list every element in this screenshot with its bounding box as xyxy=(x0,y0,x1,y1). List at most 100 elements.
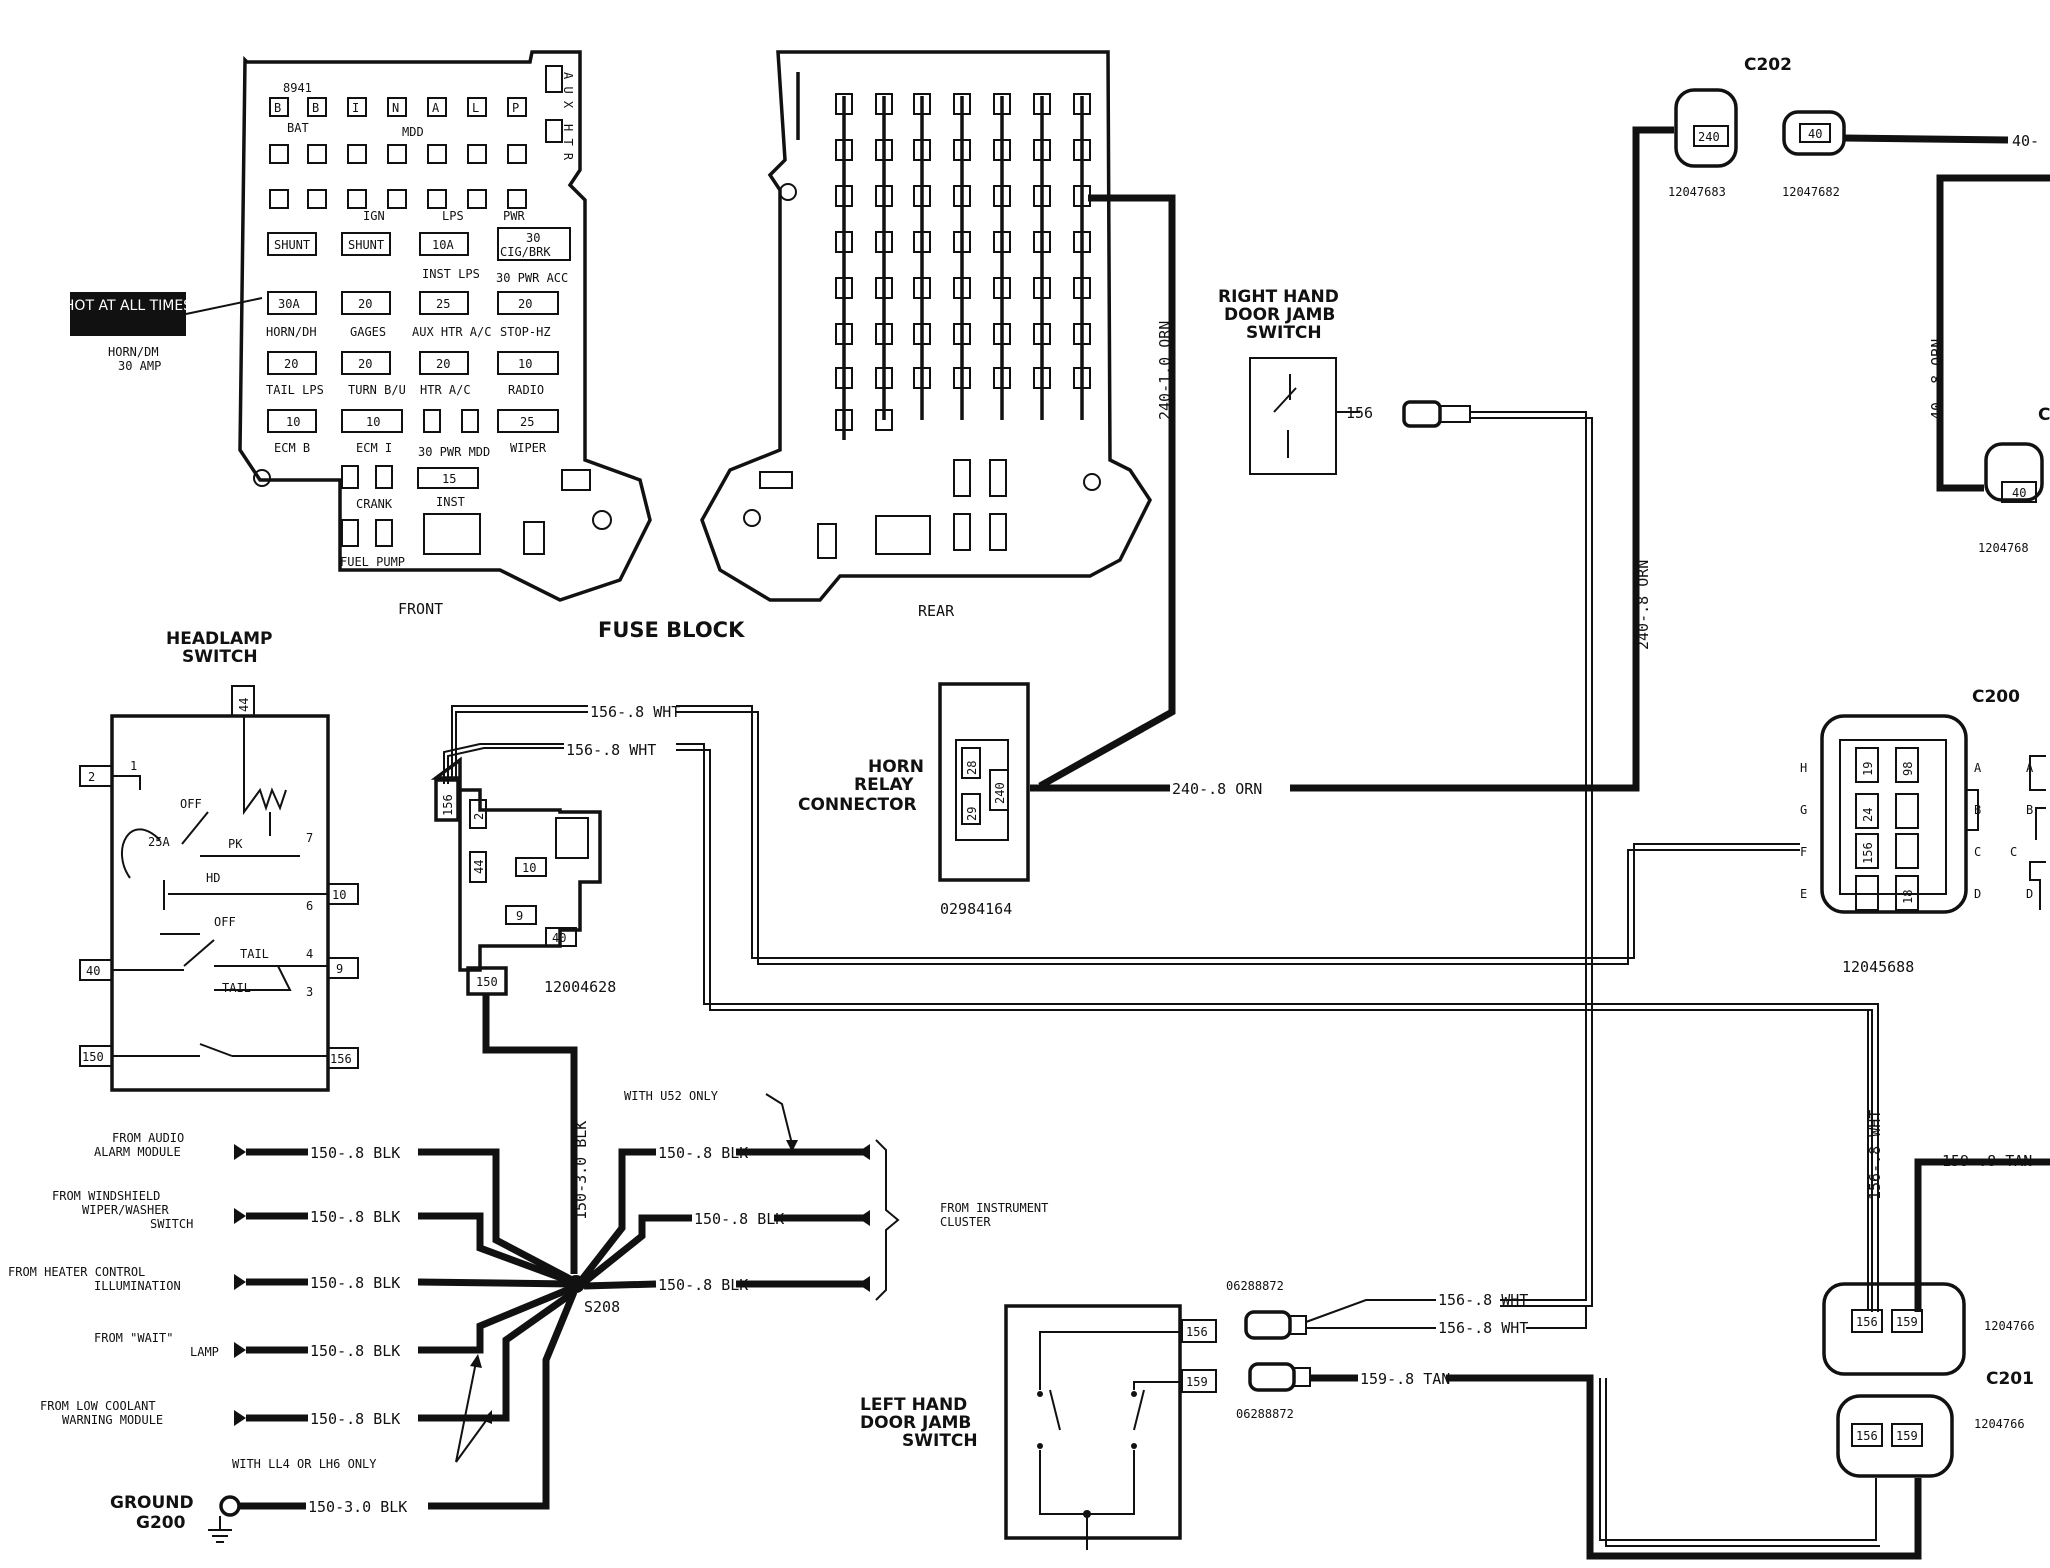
svg-text:150-.8 BLK: 150-.8 BLK xyxy=(658,1276,748,1294)
svg-text:D: D xyxy=(1974,887,1981,901)
rear-terminal xyxy=(953,231,971,253)
svg-text:150-.8 BLK: 150-.8 BLK xyxy=(310,1208,400,1226)
svg-text:1: 1 xyxy=(130,759,137,773)
rear-terminal xyxy=(875,409,893,431)
rear-terminal xyxy=(993,93,1011,115)
wire-label-159-lh: 159-.8 TAN xyxy=(1360,1370,1450,1388)
wire-40-c202 xyxy=(1843,134,2009,144)
svg-text:240: 240 xyxy=(993,782,1007,804)
svg-text:150-.8 BLK: 150-.8 BLK xyxy=(310,1342,400,1360)
rear-terminal xyxy=(875,231,893,253)
svg-text:150-.8 BLK: 150-.8 BLK xyxy=(694,1210,784,1228)
rear-terminal xyxy=(1073,139,1091,161)
fuse-value: 20 xyxy=(358,357,372,371)
fuse-block-front: B B I N A L P 8941 BAT MDD IGN LPS PWR A… xyxy=(238,50,652,618)
svg-text:DOOR JAMB: DOOR JAMB xyxy=(860,1413,971,1433)
wire-label-159-right: 159-.8 TAN xyxy=(1942,1152,2032,1170)
svg-text:G200: G200 xyxy=(136,1513,186,1533)
fuse-value: 25 xyxy=(436,297,450,311)
svg-text:156: 156 xyxy=(1856,1429,1878,1443)
svg-text:150-3.0 BLK: 150-3.0 BLK xyxy=(308,1498,407,1516)
svg-text:CLUSTER: CLUSTER xyxy=(940,1215,991,1229)
svg-text:ILLUMINATION: ILLUMINATION xyxy=(94,1279,181,1293)
fuse-value: 25 xyxy=(520,415,534,429)
svg-text:I: I xyxy=(352,101,359,115)
rear-terminal xyxy=(1033,185,1051,207)
wire-159-lh-b xyxy=(1446,1374,1922,1560)
svg-text:WIPER/WASHER: WIPER/WASHER xyxy=(82,1203,169,1217)
svg-text:FROM INSTRUMENT: FROM INSTRUMENT xyxy=(940,1201,1048,1215)
connector-c201: 156 159 1204766 C201 156 159 1204766 xyxy=(1822,1282,2035,1478)
left-door-jamb-switch: LEFT HAND DOOR JAMB SWITCH 156 159 06288… xyxy=(860,1279,1311,1550)
rear-terminal xyxy=(1073,231,1091,253)
svg-text:150-.8 BLK: 150-.8 BLK xyxy=(310,1274,400,1292)
horn-fuse-label: HORN/DM xyxy=(108,345,159,359)
horn-fuse-amp: 30 AMP xyxy=(118,359,161,373)
fuse-value: SHUNT xyxy=(274,238,310,252)
rear-terminal xyxy=(875,323,893,345)
svg-text:F: F xyxy=(1800,845,1807,859)
rear-terminal xyxy=(835,323,853,345)
svg-text:C: C xyxy=(1974,845,1981,859)
svg-text:A: A xyxy=(1974,761,1982,775)
label-aux: A U X xyxy=(561,72,575,109)
svg-text:40: 40 xyxy=(1808,127,1822,141)
rear-terminal xyxy=(835,409,853,431)
svg-text:156: 156 xyxy=(1186,1325,1208,1339)
wire-label-150-trunk: 150-3.0 BLK xyxy=(572,1121,590,1220)
fuse-name: 30 PWR ACC xyxy=(496,271,568,285)
label-htr: H T R xyxy=(561,124,575,161)
headlamp-switch: HEADLAMP SWITCH 2 44 10 40 9 150 156 1 7… xyxy=(79,629,359,1092)
svg-text:9: 9 xyxy=(336,962,343,976)
svg-text:S208: S208 xyxy=(584,1298,620,1316)
svg-text:C202: C202 xyxy=(1744,55,1792,75)
svg-text:156: 156 xyxy=(1861,842,1875,864)
rear-terminal xyxy=(835,93,853,115)
label-ign: IGN xyxy=(363,209,385,223)
svg-text:40-: 40- xyxy=(2012,132,2039,150)
svg-text:OFF: OFF xyxy=(214,915,236,929)
wire-40-down xyxy=(1936,174,2050,492)
svg-text:LEFT HAND: LEFT HAND xyxy=(860,1395,967,1415)
fuse-value: 10A xyxy=(432,238,454,252)
wire-156-top-b xyxy=(676,711,1800,965)
fuse-name: 30 PWR MDD xyxy=(418,445,490,459)
relay-row-2 xyxy=(269,144,527,164)
svg-text:240: 240 xyxy=(1698,130,1720,144)
svg-text:PK: PK xyxy=(228,837,243,851)
label-pwr: PWR xyxy=(503,209,525,223)
svg-text:150: 150 xyxy=(476,975,498,989)
connector-c200: C200 19 98 24 156 18 H G F E A B C D A B… xyxy=(1800,687,2046,976)
rear-terminal xyxy=(953,139,971,161)
rear-terminal xyxy=(953,185,971,207)
svg-text:L: L xyxy=(472,101,479,115)
rear-terminal xyxy=(1033,93,1051,115)
rear-terminal xyxy=(835,139,853,161)
svg-text:B: B xyxy=(2026,803,2033,817)
rear-terminal xyxy=(1033,277,1051,299)
wire-150-trunk xyxy=(482,994,578,1274)
wire-156-second-b xyxy=(676,749,1873,1312)
wire-label-40: 40-.8 ORN xyxy=(1928,339,1946,420)
rear-terminal xyxy=(1033,139,1051,161)
right-door-jamb-switch: RIGHT HAND DOOR JAMB SWITCH 156 xyxy=(1218,287,1471,475)
svg-text:25A: 25A xyxy=(148,835,170,849)
svg-text:150-.8 BLK: 150-.8 BLK xyxy=(658,1144,748,1162)
rear-terminal xyxy=(913,367,931,389)
svg-text:1204768: 1204768 xyxy=(1978,541,2029,555)
rear-terminal xyxy=(993,277,1011,299)
fuse-name: FUEL PUMP xyxy=(340,555,405,569)
wire-label-156-second: 156-.8 WHT xyxy=(566,741,656,759)
rear-terminal xyxy=(913,139,931,161)
rear-terminal xyxy=(875,139,893,161)
svg-text:DOOR JAMB: DOOR JAMB xyxy=(1224,305,1335,325)
svg-text:C201: C201 xyxy=(1986,1369,2034,1389)
svg-text:HEADLAMP: HEADLAMP xyxy=(166,629,272,649)
fuse-name: WIPER xyxy=(510,441,547,455)
rear-terminal xyxy=(913,185,931,207)
wire-label-240-fuse: 240-1.0 ORN xyxy=(1156,321,1174,420)
fuse-value: 15 xyxy=(442,472,456,486)
svg-text:C: C xyxy=(2038,405,2050,425)
svg-text:19: 19 xyxy=(1861,762,1875,776)
